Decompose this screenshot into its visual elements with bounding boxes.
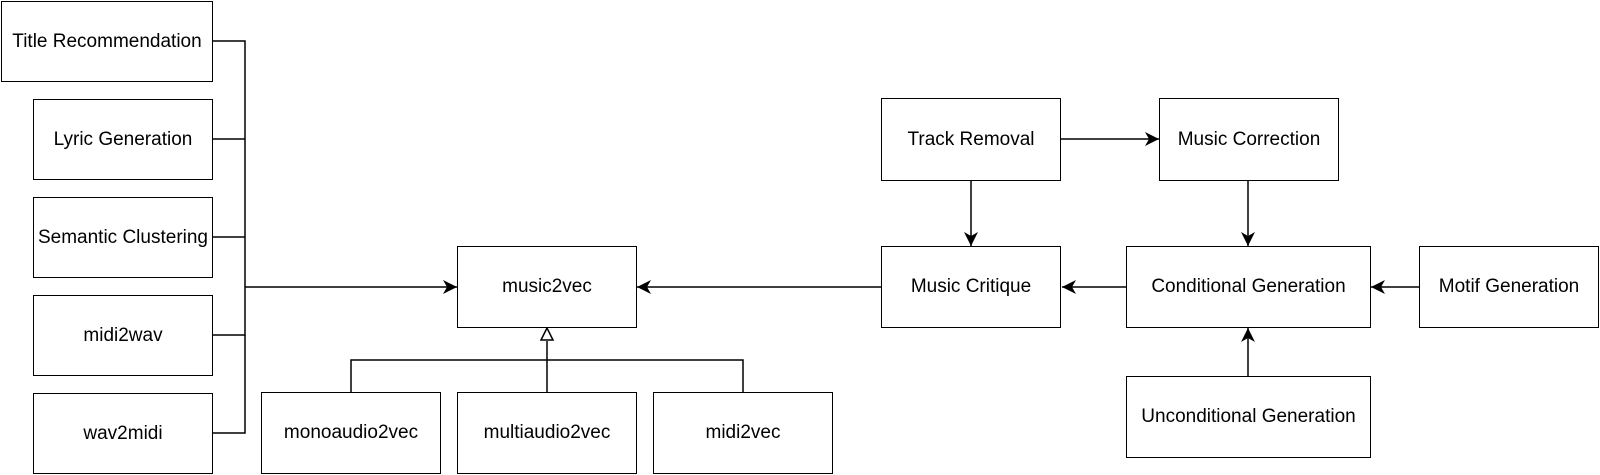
node-title-recommendation: Title Recommendation (1, 1, 213, 82)
node-midi2wav: midi2wav (33, 295, 213, 376)
edge-title-recommendation (212, 40, 246, 287)
edge-wav2midi (212, 335, 246, 434)
edge-tools-to-music2vec (212, 40, 457, 434)
edge-midi2wav (212, 287, 246, 336)
node-lyric-generation: Lyric Generation (33, 99, 213, 180)
node-multiaudio2vec: multiaudio2vec (457, 392, 637, 474)
inheritance-triangle (539, 326, 555, 341)
node-music2vec: music2vec (457, 246, 637, 328)
node-track-removal: Track Removal (881, 98, 1061, 181)
node-conditional-generation: Conditional Generation (1126, 246, 1371, 328)
edge-right-cluster (637, 132, 1419, 376)
node-music-correction: Music Correction (1159, 98, 1339, 181)
node-music-critique: Music Critique (881, 246, 1061, 328)
node-semantic-clustering: Semantic Clustering (33, 197, 213, 278)
node-wav2midi: wav2midi (33, 393, 213, 474)
edge-inheritance (350, 326, 744, 392)
node-midi2vec: midi2vec (653, 392, 833, 474)
node-motif-generation: Motif Generation (1419, 246, 1599, 328)
node-unconditional-generation: Unconditional Generation (1126, 376, 1371, 458)
node-monoaudio2vec: monoaudio2vec (261, 392, 441, 474)
